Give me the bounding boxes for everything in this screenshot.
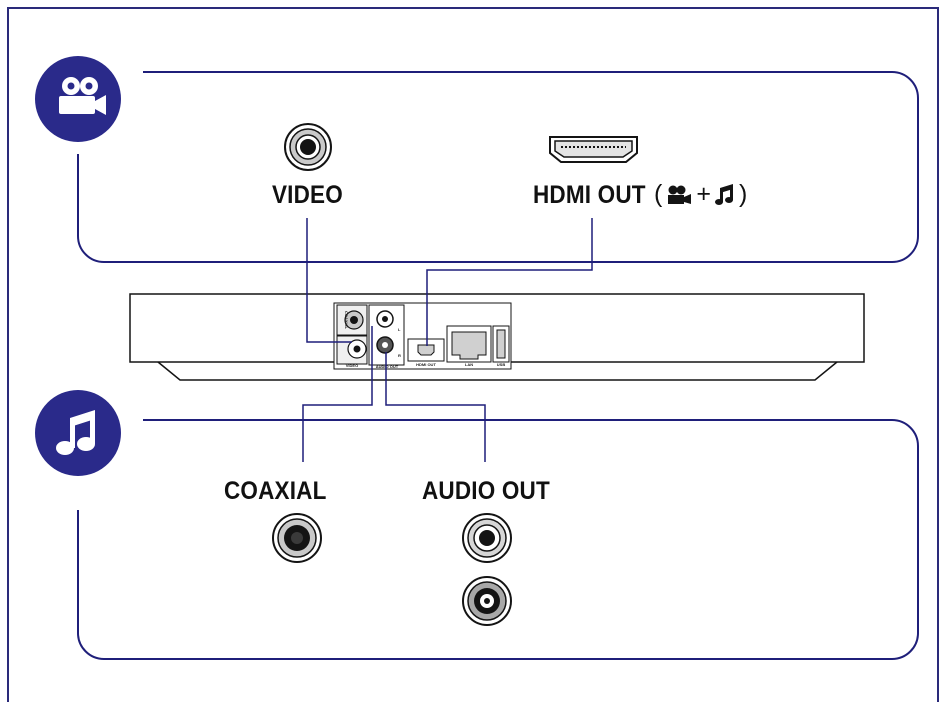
note-plus: + (696, 180, 711, 208)
rear-video-label: VIDEO (346, 363, 358, 368)
hdmi-connector-icon (549, 136, 638, 163)
coaxial-connection-line (302, 326, 373, 462)
audio-section-frame (77, 419, 919, 660)
video-connection-line (306, 218, 352, 343)
rear-right-label: R (398, 353, 401, 358)
coaxial-label: COAXIAL (224, 477, 327, 505)
audio-out-connection-line (385, 352, 486, 462)
video-label: VIDEO (272, 181, 343, 209)
connection-lines (302, 218, 593, 462)
note-close-paren: ) (738, 180, 748, 208)
rear-audio-out-label: AUDIO OUT (376, 364, 399, 369)
video-section-badge (35, 56, 121, 142)
rear-usb-label: USB (497, 362, 506, 367)
rear-coaxial-label: COAXIAL (344, 311, 349, 330)
video-section-frame (77, 71, 919, 263)
music-note-icon (56, 410, 95, 455)
coaxial-jack (272, 513, 322, 563)
video-jack (284, 123, 332, 171)
video-camera-icon (666, 185, 692, 205)
audio-out-label: AUDIO OUT (422, 477, 550, 505)
rear-lan-label: LAN (465, 362, 473, 367)
hdmi-out-label: HDMI OUT (533, 181, 646, 209)
hdmi-audio-video-note: ( + ) (654, 180, 747, 209)
music-note-icon (714, 183, 735, 206)
rear-hdmi-label: HDMI OUT (416, 362, 436, 367)
hdmi-connection-line (426, 218, 593, 346)
page-frame (7, 7, 939, 702)
audio-out-left-jack (462, 513, 512, 563)
rear-left-label: L (398, 327, 401, 332)
audio-out-right-jack (462, 576, 512, 626)
device-rear-panel: VIDEO COAXIAL L R AUDIO OUT HDMI OUT LAN… (129, 293, 865, 381)
note-open-paren: ( (654, 180, 663, 208)
audio-section-badge (35, 390, 121, 476)
audio-badge-circle (35, 390, 121, 476)
